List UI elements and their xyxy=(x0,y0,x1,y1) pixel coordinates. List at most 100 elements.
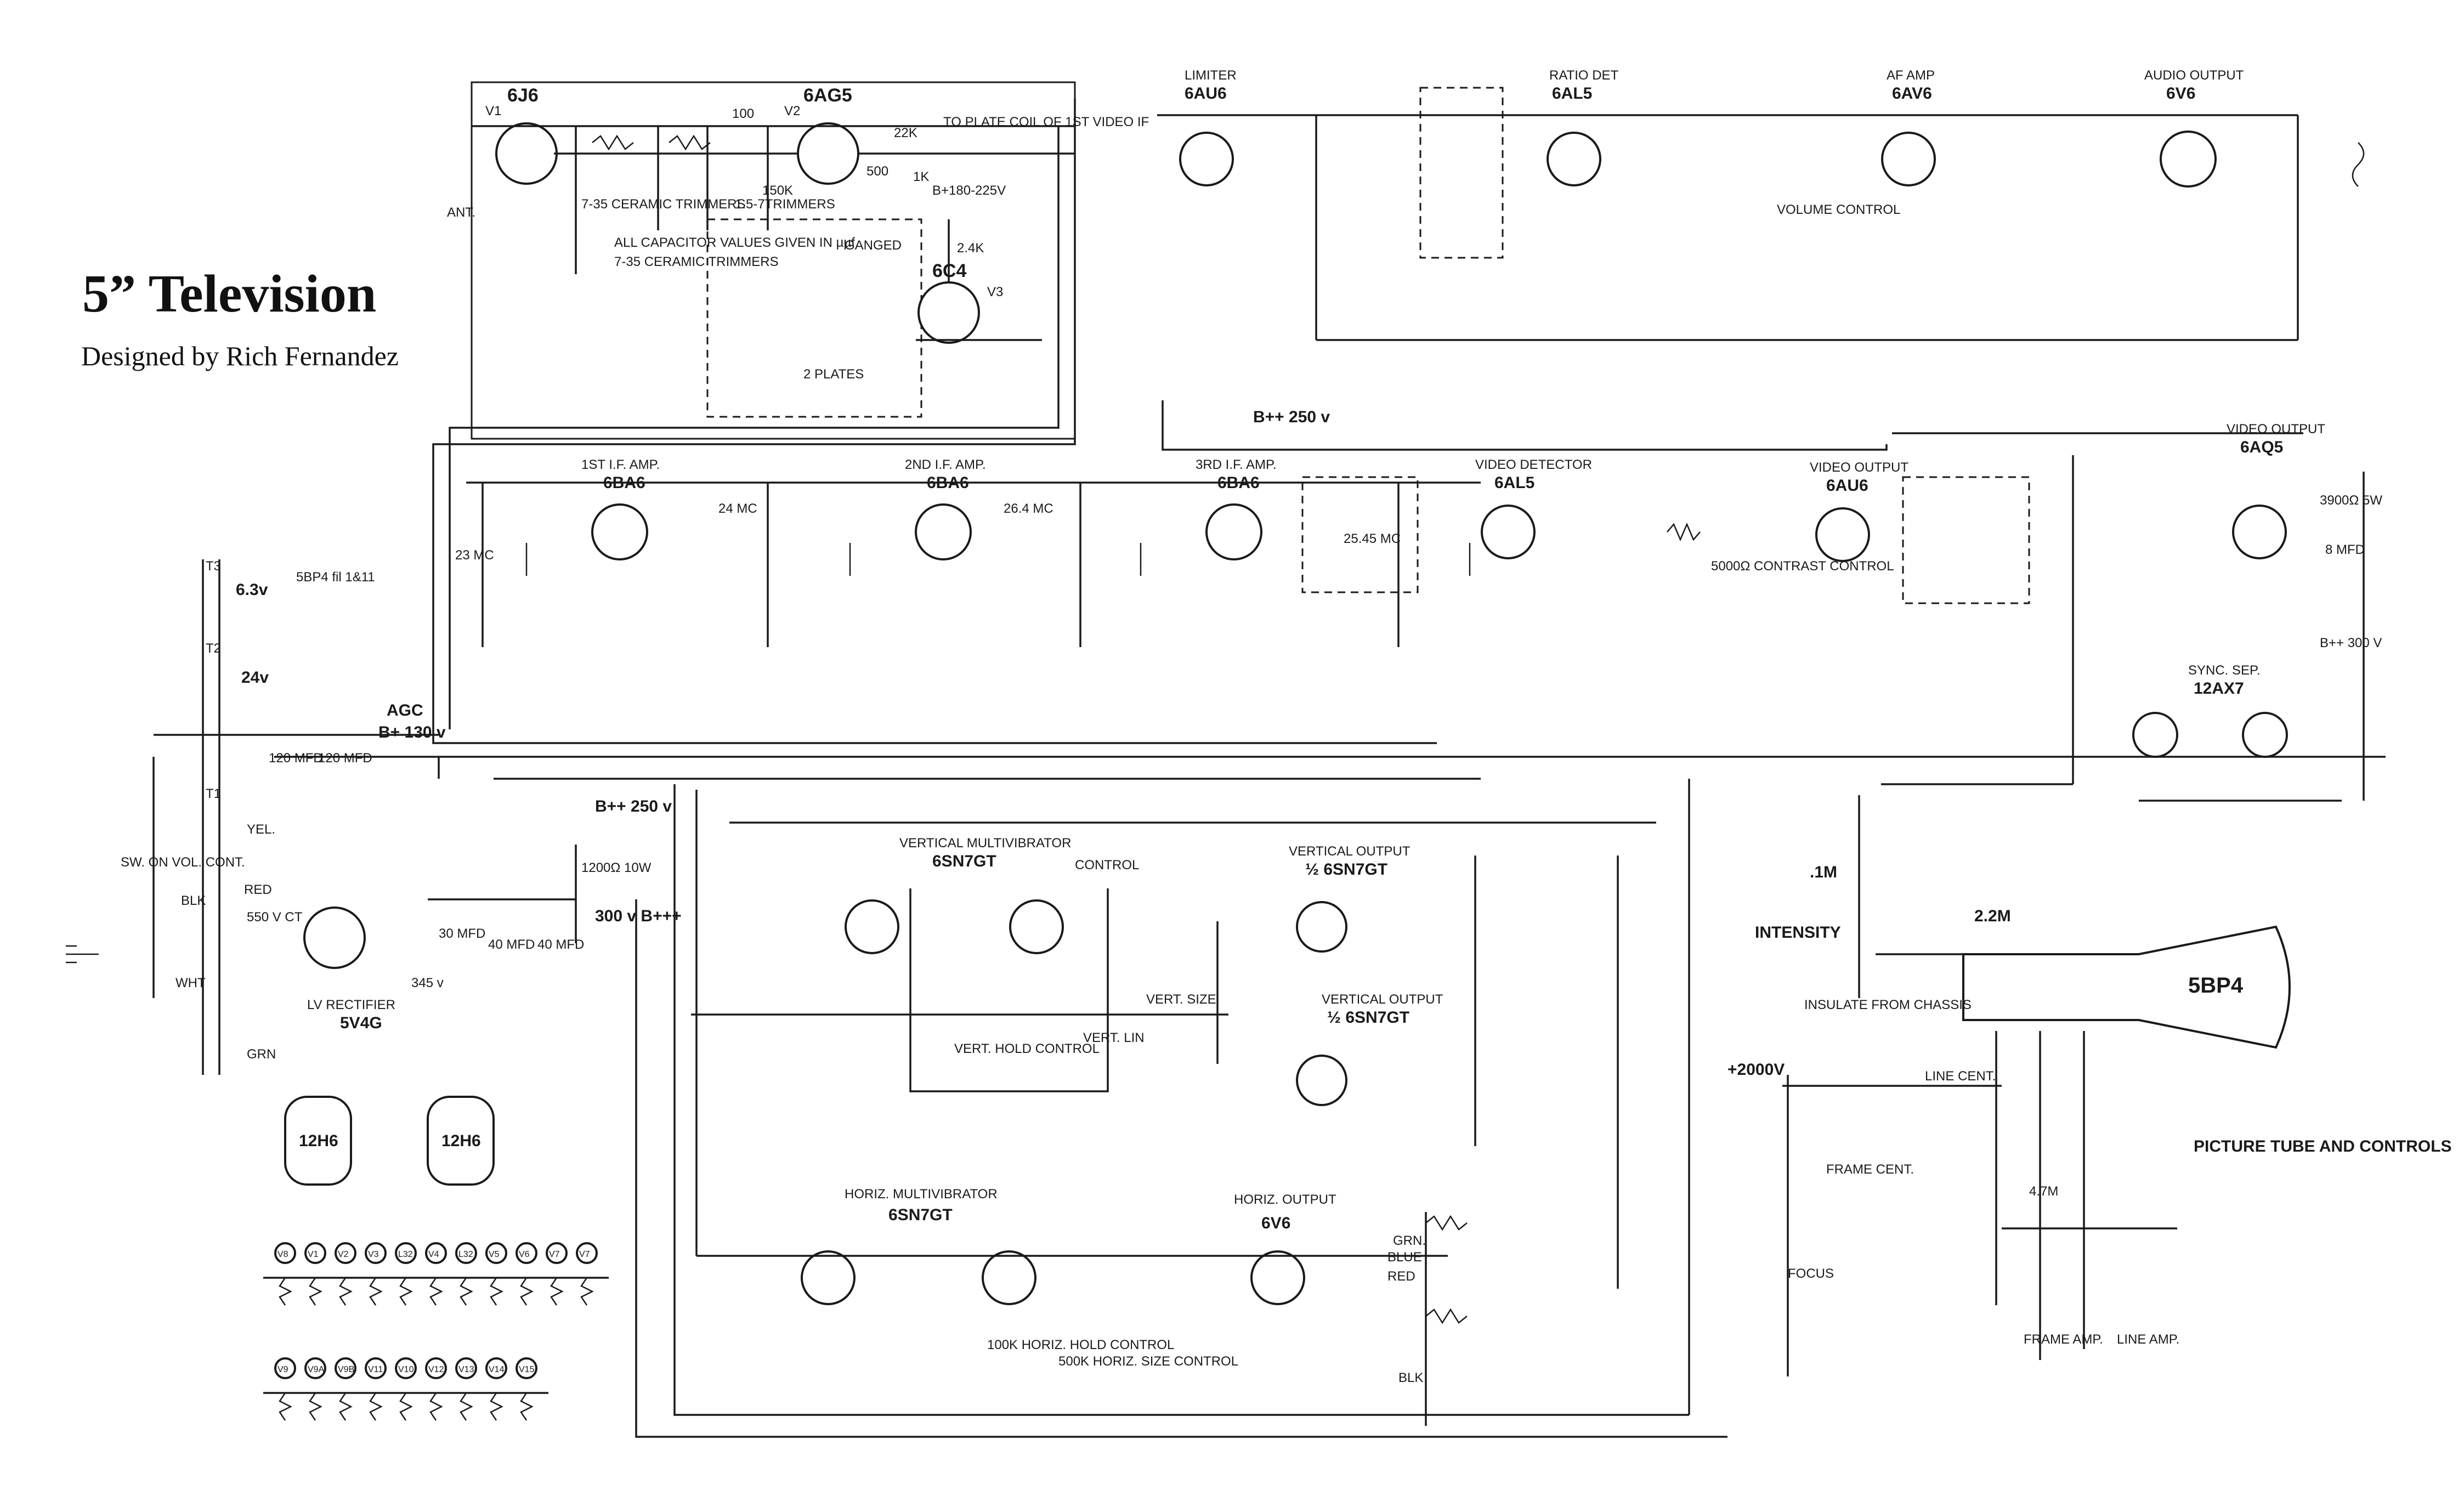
vert-mv-tube-b xyxy=(1009,899,1064,954)
video-output2-bpp: B++ 300 V xyxy=(2320,636,2382,650)
red-label: RED xyxy=(244,882,272,897)
tuner-r1k: 1K xyxy=(913,169,929,184)
video-section: VIDEO DETECTOR 6AL5 VIDEO OUTPUT 6AU6 50… xyxy=(1475,422,2382,802)
vert-hold-label: VERT. HOLD CONTROL xyxy=(954,1041,1100,1056)
power-bpp250-label: B++ 250 v xyxy=(595,797,672,815)
insulate-label: INSULATE FROM CHASSIS xyxy=(1804,998,1972,1012)
tuner-coils xyxy=(592,134,711,151)
video-can-dashed xyxy=(1902,476,2030,604)
if-strip-wiring xyxy=(274,481,2386,780)
tuner-tube-6ag5-label: 6AG5 xyxy=(803,85,852,106)
tuner-trimmers-note: 7-35 CERAMIC TRIMMERS xyxy=(581,197,746,212)
tuner-bplus-note: B+180-225V xyxy=(932,183,1006,198)
heater-1-11-label: V7 xyxy=(579,1250,590,1259)
heater-2-2-marker xyxy=(304,1357,326,1379)
heater-2-7-label: V13 xyxy=(458,1365,474,1374)
limiter-label: LIMITER xyxy=(1185,68,1237,83)
tuner-to-if-wire-2 xyxy=(449,126,1060,729)
vert-output-label: VERTICAL OUTPUT xyxy=(1289,844,1411,859)
heater-1-8-marker xyxy=(485,1242,507,1264)
heater-1-4-marker xyxy=(365,1242,387,1264)
focus-label: FOCUS xyxy=(1788,1266,1834,1281)
crt-r22m-label: 2.2M xyxy=(1974,907,2011,925)
heater-2-5-label: V10 xyxy=(398,1365,414,1374)
heater-2-2-filament xyxy=(309,1392,322,1421)
power-wiring xyxy=(152,559,577,1075)
tuner-cap-note: ALL CAPACITOR VALUES GIVEN IN µµf xyxy=(614,235,855,250)
hv-diode-2 xyxy=(427,1096,495,1186)
horiz-mv-label: HORIZ. MULTIVIBRATOR xyxy=(845,1187,998,1202)
fil-24v-label: 24v xyxy=(241,668,269,687)
if-tube-3 xyxy=(1205,503,1262,560)
vertical-wiring xyxy=(691,822,1656,1289)
sync-sep-tube-b xyxy=(2242,712,2288,758)
tuner-tube-6ag5 xyxy=(797,122,859,185)
tuner-tube-6ag5-ref: V2 xyxy=(784,104,800,118)
video-detector-tube-name: 6AL5 xyxy=(1494,474,1534,492)
sound-section: LIMITER 6AU6 RATIO DET 6AL5 AF AMP 6AV6 … xyxy=(1157,68,2365,451)
speaker-coil xyxy=(2352,142,2365,187)
heater-2-6-marker xyxy=(425,1357,447,1379)
heater-1-2-marker xyxy=(304,1242,326,1264)
video-output2-tube-name: 6AQ5 xyxy=(2240,438,2283,456)
horizontal-wiring xyxy=(635,779,1727,1438)
tuner-ganged-box xyxy=(706,218,922,418)
tuner-plate-note: TO PLATE COIL OF 1ST VIDEO IF xyxy=(943,115,1149,129)
horiz-mv-tube-b xyxy=(982,1250,1036,1305)
tuner-tube-6c4 xyxy=(917,281,980,344)
sync-sep-label: SYNC. SEP. xyxy=(2188,663,2261,678)
line-cent-label: LINE CENT. xyxy=(1925,1069,1996,1084)
fil-5bp4-label: 5BP4 fil 1&11 xyxy=(296,570,375,585)
tuner-to-if-wire xyxy=(432,99,1437,744)
horiz-output-tube xyxy=(1250,1250,1305,1305)
frame-cent-label: FRAME CENT. xyxy=(1826,1162,1914,1177)
picture-tube-wiring xyxy=(1782,795,2177,1376)
heater-2-7-filament xyxy=(460,1392,473,1421)
tuner-ant-label: ANT. xyxy=(447,205,475,220)
tuner-section: 6J6 V1 6AG5 V2 6C4 V3 TO PLATE COIL OF 1… xyxy=(447,81,1149,440)
heater-1-10-label: V7 xyxy=(549,1250,560,1259)
power-switch-label: SW. ON VOL. CONT. xyxy=(121,855,245,870)
video-output2-r3900: 3900Ω 5W xyxy=(2320,493,2382,508)
picture-tube-section: 5BP4 INTENSITY INSULATE FROM CHASSIS LIN… xyxy=(1727,795,2452,1376)
tuner-ganged-note: GANGED xyxy=(845,238,902,253)
agc-label: AGC xyxy=(387,701,423,719)
v345-label: 345 v xyxy=(411,976,444,990)
video-peaking-coil xyxy=(1667,522,1701,542)
horiz-output-tube-name: 6V6 xyxy=(1261,1214,1290,1232)
heater-1-4-label: V3 xyxy=(368,1250,379,1259)
horiz-red-label: RED xyxy=(1387,1269,1415,1284)
crt-r47m-label: 4.7M xyxy=(2029,1184,2058,1199)
if-stage-1-label: 1ST I.F. AMP. xyxy=(581,457,660,472)
vert-mv-tube-a xyxy=(845,899,899,954)
heater-2-5-filament xyxy=(399,1392,413,1421)
frame-amp-label: FRAME AMP. xyxy=(2024,1332,2103,1347)
lv-rectifier-tube-name: 5V4G xyxy=(340,1014,382,1032)
if-mc-3: 26.4 MC xyxy=(1004,501,1053,516)
audio-output-label: AUDIO OUTPUT xyxy=(2144,68,2244,83)
video-output1-tube xyxy=(1815,507,1870,562)
video-output2-tube xyxy=(2232,505,2287,559)
heater-2-4-label: V11 xyxy=(368,1365,383,1374)
tuner-two-plates: 2 PLATES xyxy=(803,367,864,382)
tuner-trimmers2-note: 1.5-7TRIMMERS xyxy=(735,197,835,212)
hv-label: +2000V xyxy=(1727,1061,1785,1079)
c120b-label: 120 MFD xyxy=(318,751,372,766)
if-stage-2-label: 2ND I.F. AMP. xyxy=(905,457,986,472)
vert-mv-tube-name: 6SN7GT xyxy=(932,852,996,870)
bplus130-label: B+ 130 v xyxy=(378,723,446,741)
power-section: T3 T2 T1 5BP4 fil 1&11 6.3v 24v SW. ON V… xyxy=(66,559,682,1186)
r1200-label: 1200Ω 10W xyxy=(581,860,652,875)
fil-63v-label: 6.3v xyxy=(236,581,268,599)
heater-1-1-label: V8 xyxy=(277,1250,288,1259)
picture-controls-label: PICTURE TUBE AND CONTROLS xyxy=(2194,1137,2452,1155)
heater-1-4-filament xyxy=(369,1277,383,1306)
heater-1-9-filament xyxy=(520,1277,534,1306)
yel-label: YEL. xyxy=(247,822,275,837)
horiz-blk-label: BLK xyxy=(1398,1370,1423,1385)
heater-1-3-label: V2 xyxy=(338,1250,349,1259)
sound-bpp-label: B++ 250 v xyxy=(1253,408,1330,426)
heater-1-5-filament xyxy=(399,1277,413,1306)
video-detector-label: VIDEO DETECTOR xyxy=(1475,457,1592,472)
